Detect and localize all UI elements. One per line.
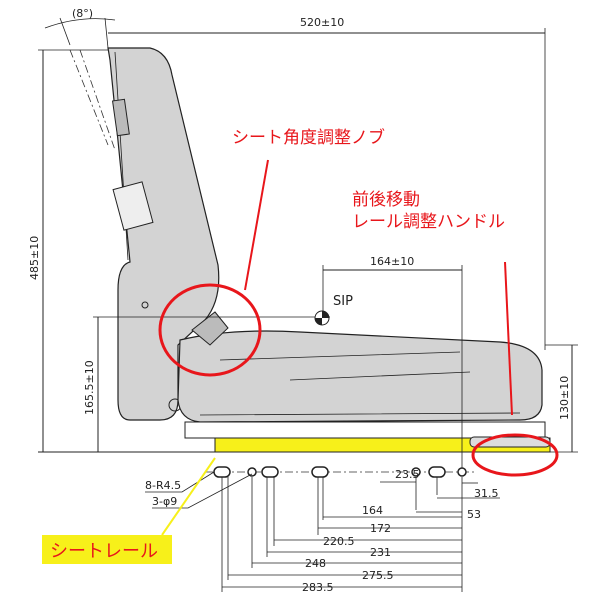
recline-outline — [69, 49, 116, 151]
recline-knob-highlight — [158, 283, 262, 377]
slide-handle-label-2: レール調整ハンドル — [352, 212, 505, 232]
rail-leader — [161, 457, 216, 536]
dim-172: 172 — [370, 522, 391, 535]
recline-lever — [111, 98, 130, 137]
slot-spec-label: 8-R4.5 — [145, 479, 181, 492]
recline-knob-label: シート角度調整ノブ — [232, 127, 385, 148]
recline-knob — [191, 311, 229, 346]
recline-leader — [244, 159, 269, 291]
warning-label — [112, 181, 154, 231]
dim-sip-offset-label: 164±10 — [370, 255, 414, 268]
dim-23-5: 23.5 — [395, 468, 420, 481]
pivot-hole — [141, 301, 149, 309]
dim-275-5: 275.5 — [362, 569, 394, 582]
sip-label: SIP — [333, 294, 353, 309]
seat-back — [107, 47, 220, 421]
hole-leaders — [145, 471, 253, 509]
rail-frame — [184, 421, 546, 439]
dim-lines — [222, 481, 500, 588]
dim-sip-height-label: 165.5±10 — [83, 360, 96, 415]
mount-holes — [213, 466, 467, 478]
slide-leader — [504, 261, 513, 416]
angle-arc — [44, 17, 116, 49]
dim-231: 231 — [370, 546, 391, 559]
dim-164: 164 — [362, 504, 383, 517]
dim-220-5: 220.5 — [323, 535, 355, 548]
slide-handle-highlight — [471, 433, 559, 477]
hole-spec-label: 3-φ9 — [152, 495, 177, 508]
cushion-lines — [199, 351, 521, 416]
seat-rail-label: シートレール — [50, 541, 158, 562]
dim-height-label: 485±10 — [28, 236, 41, 280]
rail-label-box — [42, 535, 172, 564]
extension-lines — [221, 477, 463, 592]
dim-front-height-label: 130±10 — [558, 376, 571, 420]
dim-248: 248 — [305, 557, 326, 570]
slide-handle-label-1: 前後移動 — [352, 190, 420, 210]
dim-depth-label: 520±10 — [300, 16, 344, 29]
dim-283-5: 283.5 — [302, 581, 334, 594]
dim-53: 53 — [467, 508, 481, 521]
dim-31-5: 31.5 — [474, 487, 499, 500]
angle-label: (8°) — [72, 7, 93, 20]
